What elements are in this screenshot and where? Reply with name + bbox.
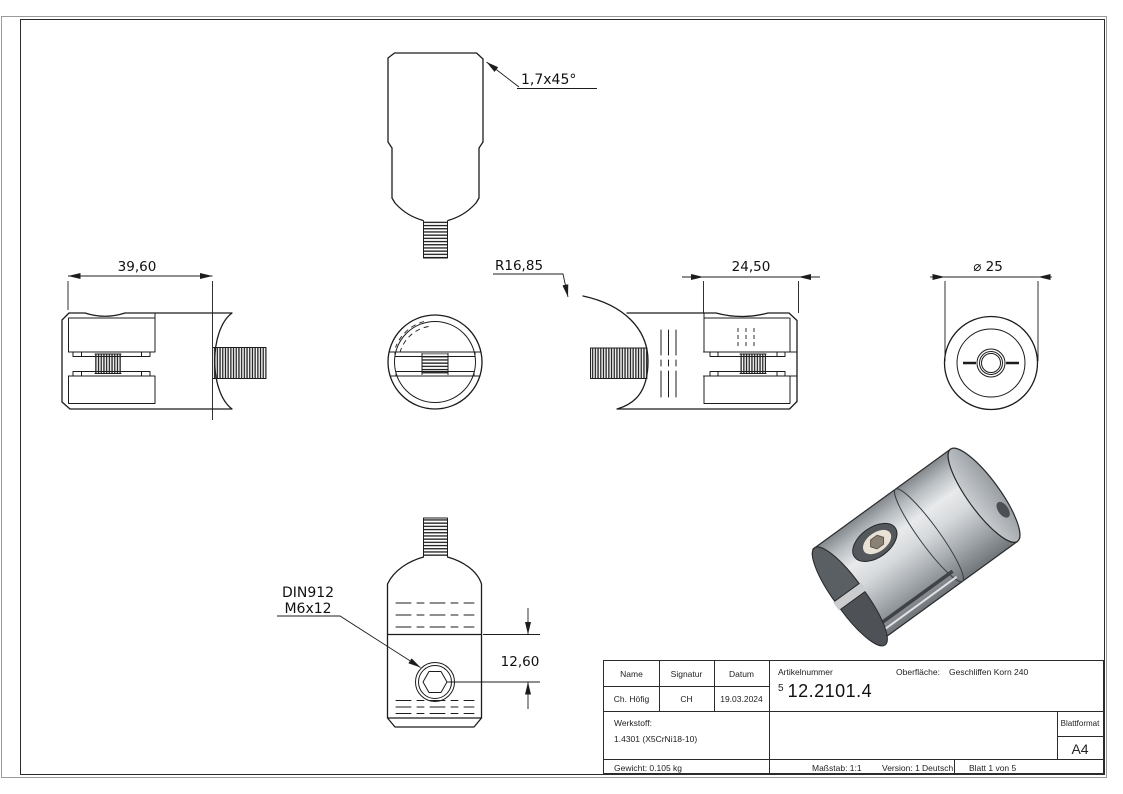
title-block: Name Signatur Datum Ch. Höfig CH 19.03.2… [603,660,1104,774]
sheet-edge-border [1,16,1107,778]
titleblock-weight: Gewicht: 0.105 kg [614,763,683,773]
view-back-circle [930,274,1052,411]
titleblock-signature-label: Signatur [670,669,703,679]
titleblock-scale: Maßstab: 1:1 [812,763,862,773]
titleblock-surface-value: Geschliffen Korn 240 [949,667,1029,677]
titleblock-language: Deutsch [922,763,954,773]
dim-saddle-radius: R16,85 [495,258,543,274]
view-3d-isometric [811,447,1021,647]
dim-overall-width: 39,60 [118,259,157,275]
titleblock-sheet-format-value: A4 [1071,741,1089,757]
dim-diameter: ⌀ 25 [973,259,1003,275]
titleblock-name-label: Name [620,669,643,679]
dim-chamfer: 1,7x45° [521,72,576,88]
titleblock-date-label: Datum [728,669,755,679]
note-screw-standard: DIN912 [282,585,334,601]
3d-hex-socket [870,534,885,550]
dim-jaw-depth: 24,50 [732,259,771,275]
titleblock-signature-value: CH [680,694,693,704]
titleblock-material-value: 1.4301 (X5CrNi18-10) [614,734,698,744]
titleblock-sheet-format-label: Blattformat [1060,719,1100,728]
titleblock-article-label: Artikelnummer [778,667,833,677]
note-screw-size: M6x12 [284,601,331,617]
dim-screw-offset: 12,60 [501,654,540,670]
titleblock-material-label: Werkstoff: [614,718,652,728]
view-front-circle [387,273,569,410]
view-side-right [582,274,820,410]
article-number-prefix: 5 [778,683,784,694]
view-side-left [61,273,267,420]
titleblock-date-value: 19.03.2024 [720,694,763,704]
drawing-frame-border [20,19,1105,775]
titleblock-version: Version: 1 [882,763,920,773]
view-bottom-detail [277,517,540,728]
article-number-value: 12.2101.4 [787,681,873,701]
titleblock-surface-label: Oberfläche: [896,667,940,677]
view-top-front [387,52,597,259]
3d-end-cap [947,447,1021,543]
titleblock-sheet-number: Blatt 1 von 5 [969,763,1017,773]
titleblock-name-value: Ch. Höfig [613,694,650,704]
